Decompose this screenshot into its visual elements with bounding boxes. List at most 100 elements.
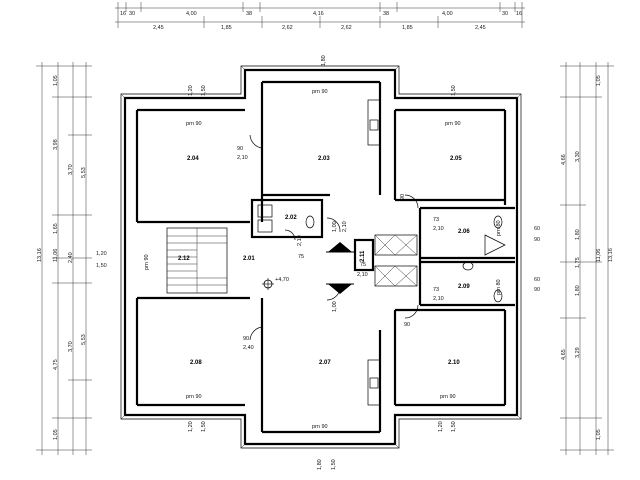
left-dim-120: 1,20	[96, 251, 107, 257]
top-window-dim-120: 1,20	[188, 85, 194, 96]
door-label-90: 90	[400, 194, 406, 200]
window-label: prn 90	[445, 121, 461, 127]
door-label-210: 2,10	[297, 235, 303, 246]
kitchen-sink-icon	[369, 119, 379, 131]
room-2-09: 2.09	[458, 284, 470, 290]
door-label-210: 2,10	[433, 226, 444, 232]
left-dim-240: 2,40	[68, 252, 74, 263]
left-dim-370a: 3,70	[68, 164, 74, 175]
door-label-210: 2,10	[342, 221, 348, 232]
top-dim-38a: 38	[246, 11, 252, 17]
top-window-dim-150: 1,50	[201, 85, 207, 96]
door-label-75: 75	[298, 254, 304, 260]
door-label-240: 2,40	[243, 345, 254, 351]
right-dim-105a: 1,05	[596, 75, 602, 86]
window-label: prn 90	[440, 394, 456, 400]
top-dim-185b: 1,85	[402, 25, 413, 31]
left-dim-165: 1,65	[53, 223, 59, 234]
top-dim-30a: 30	[129, 11, 135, 17]
right-dim-outer: 13,16	[608, 248, 614, 262]
level-label: +4,70	[275, 277, 289, 283]
kitchen-sink-icon	[369, 377, 379, 389]
door-label-210: 2,10	[357, 272, 368, 278]
door-label-90: 90	[404, 322, 410, 328]
top-dim-245a: 2,45	[153, 25, 164, 31]
interior-walls	[135, 80, 515, 434]
door-label-100: 1,00	[332, 221, 338, 232]
left-dim-398: 3,98	[53, 139, 59, 150]
left-dim-553a: 5,53	[81, 167, 87, 178]
staircase	[167, 228, 227, 293]
kitchen-counter-icon	[367, 99, 381, 146]
left-dim-105a: 1,05	[53, 75, 59, 86]
right-dim-466: 4,66	[561, 154, 567, 165]
left-dim-370b: 3,70	[68, 341, 74, 352]
door-label-210: 2,10	[433, 296, 444, 302]
left-dim-mid: 11,06	[53, 249, 59, 262]
door-label-210: 2,10	[237, 155, 248, 161]
room-2-07: 2.07	[319, 360, 331, 366]
bottom-window-dim-120: 1,20	[438, 421, 444, 432]
right-dim-465: 4,65	[561, 349, 567, 360]
bottom-window-dim-150: 1,50	[201, 421, 207, 432]
right-dim-330: 3,30	[575, 151, 581, 162]
left-dim-150: 1,50	[96, 263, 107, 269]
left-dim-475: 4,75	[53, 359, 59, 370]
top-dimensions: 16 30 4,00 38 4,16 38 4,00 30 16 2,45 1,…	[115, 2, 525, 31]
window-label-short: prn 80	[496, 279, 502, 295]
room-2-06: 2.06	[458, 229, 470, 235]
bottom-window-dim-150: 1,50	[451, 421, 457, 432]
window-label: prn 90	[312, 89, 328, 95]
bottom-window-dim-150: 1,50	[331, 459, 337, 470]
stair-arrows	[326, 242, 354, 294]
right-side-90a: 90	[534, 237, 540, 243]
bottom-window-dim-180: 1,80	[317, 459, 323, 470]
door-label-90: 90	[243, 336, 249, 342]
door-label-75: 75	[360, 262, 366, 268]
room-2-10: 2.10	[448, 360, 460, 366]
toilet-icon	[493, 289, 503, 303]
window-label: prn 90	[186, 394, 202, 400]
toilet-icon	[305, 215, 315, 229]
door-label-73: 73	[433, 287, 439, 293]
top-dim-262b: 2,62	[341, 25, 352, 31]
top-dim-262a: 2,62	[282, 25, 293, 31]
room-2-08: 2.08	[190, 360, 202, 366]
opening-labels: prn 90 prn 90 prn 90 prn 90 prn 90 prn 9…	[144, 89, 502, 430]
left-dim-553b: 5,53	[81, 334, 87, 345]
room-2-02: 2.02	[285, 215, 297, 221]
right-side-60a: 60	[534, 226, 540, 232]
top-dim-416: 4,16	[313, 11, 324, 17]
room-2-12: 2.12	[178, 256, 190, 262]
left-dim-105b: 1,05	[53, 429, 59, 440]
window-dimensions: 1,80 1,50 1,20 1,50 1,20 1,50 1,80 1,50 …	[188, 55, 457, 470]
window-label: prn 90	[144, 254, 150, 270]
window-label: prn 90	[312, 424, 328, 430]
door-label-73: 73	[433, 217, 439, 223]
top-dim-245b: 2,45	[475, 25, 486, 31]
room-labels: 2.04 2.03 2.05 2.02 2.11 2.06 2.12 2.01 …	[178, 156, 470, 366]
top-dim-400a: 4,00	[186, 11, 197, 17]
top-dim-16b: 16	[516, 11, 522, 17]
room-2-11: 2.11	[360, 250, 366, 262]
shower-icon	[484, 234, 506, 256]
right-dim-105b: 1,05	[596, 429, 602, 440]
right-dim-175: 1,75	[575, 257, 581, 268]
room-2-04: 2.04	[187, 156, 199, 162]
door-label-100: 1,00	[332, 301, 338, 312]
fixtures	[257, 99, 506, 406]
level-marker: +4,70	[262, 277, 289, 290]
top-window-dim-150: 1,50	[451, 85, 457, 96]
arrow-down-icon	[328, 284, 352, 294]
top-dim-400b: 4,00	[442, 11, 453, 17]
arrow-up-icon	[328, 242, 352, 252]
right-dim-180a: 1,80	[575, 229, 581, 240]
right-side-60b: 60	[534, 277, 540, 283]
room-2-03: 2.03	[318, 156, 330, 162]
kitchen-counter-icon	[367, 359, 381, 406]
right-dimensions: 13,16 11,06 1,05 4,66 4,65 1,05 3,30 3,2…	[534, 62, 614, 455]
top-dim-16a: 16	[120, 11, 126, 17]
right-dim-329: 3,29	[575, 347, 581, 358]
window-label: prn 90	[186, 121, 202, 127]
